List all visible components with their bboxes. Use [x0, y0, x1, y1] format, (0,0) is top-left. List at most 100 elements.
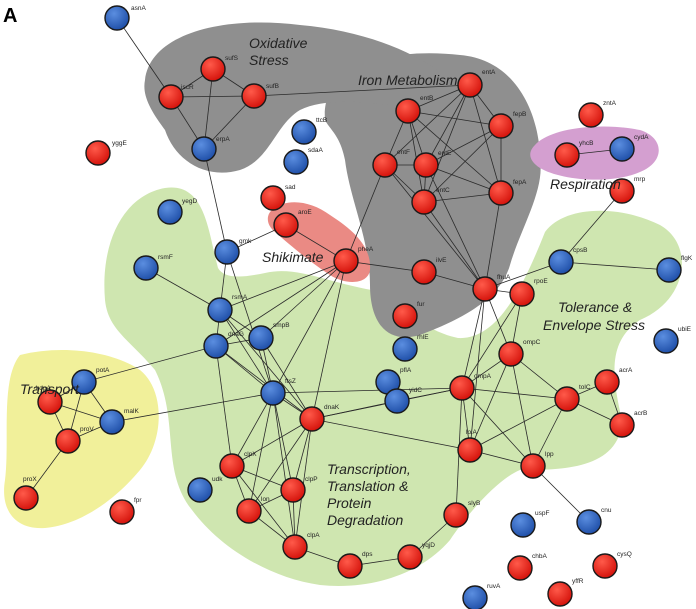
- node-label-sdaA: sdaA: [308, 147, 323, 154]
- node-dnaG: dnaG: [203, 331, 244, 359]
- node-label-acrA: acrA: [619, 367, 633, 374]
- node-tolC: tolC: [554, 384, 591, 412]
- node-label-iscR: iscR: [181, 84, 194, 91]
- node-label-rpoE: rpoE: [534, 278, 548, 285]
- edge-entF-fhuA: [384, 164, 486, 290]
- node-aroE: aroE: [273, 209, 312, 238]
- node-circle-tolC: [554, 386, 580, 412]
- node-label-smpB: smpB: [273, 322, 290, 329]
- node-circle-yqjD: [397, 544, 423, 570]
- node-circle-rhlE: [392, 336, 418, 362]
- edge-entA-entE: [425, 84, 471, 166]
- node-label-clpA: clpA: [307, 532, 320, 539]
- node-circle-rpoE: [509, 281, 535, 307]
- node-label-cydA: cydA: [634, 134, 649, 141]
- edge-ompC-lolA: [469, 353, 512, 451]
- node-circle-lpp: [520, 453, 546, 479]
- node-kdpA: kdpA: [36, 385, 63, 415]
- node-fepA: fepA: [488, 179, 527, 206]
- node-label-yegD: yegD: [182, 198, 197, 205]
- node-circle-fur: [392, 303, 418, 329]
- node-label-proX: proX: [23, 476, 37, 483]
- node-lolA: lolA: [457, 429, 483, 463]
- node-label-sufS: sufS: [225, 55, 239, 62]
- node-asnA: asnA: [104, 5, 146, 31]
- node-acrB: acrB: [609, 410, 647, 438]
- edge-ompC-lpp: [510, 353, 534, 467]
- node-label-erpA: erpA: [216, 136, 230, 143]
- node-label-acrB: acrB: [634, 410, 647, 417]
- node-circle-lon: [236, 498, 262, 524]
- node-label-tolC: tolC: [579, 384, 591, 391]
- node-label-entA: entA: [482, 69, 496, 76]
- node-label-yggE: yggE: [112, 140, 127, 147]
- edge-dnaK-clpX: [231, 418, 313, 467]
- node-circle-sdaA: [283, 149, 309, 175]
- edge-pheA-rsmA: [219, 260, 347, 311]
- node-cydA: cydA: [609, 134, 649, 162]
- node-circle-fhuA: [472, 276, 498, 302]
- node-entE: entE: [413, 150, 452, 178]
- node-label-entC: entC: [436, 187, 450, 194]
- node-label-fpr: fpr: [134, 497, 142, 504]
- edge-fepA-fhuA: [484, 192, 502, 290]
- node-yffR: yffR: [547, 578, 584, 607]
- region-label-line: Tolerance &: [558, 299, 632, 315]
- node-circle-cnu: [576, 509, 602, 535]
- node-circle-yegD: [157, 199, 183, 225]
- node-erpA: erpA: [191, 136, 230, 162]
- edge-entA-entF: [384, 84, 471, 166]
- node-circle-ubiE: [653, 328, 679, 354]
- node-uspF: uspF: [510, 510, 549, 538]
- node-circle-yggE: [85, 140, 111, 166]
- node-circle-proV: [55, 428, 81, 454]
- edge-fhuA-ompA: [461, 288, 486, 389]
- node-chbA: chbA: [507, 553, 547, 581]
- edge-entB-entC: [407, 110, 425, 203]
- node-circle-sad: [260, 185, 286, 211]
- region-label-line: Iron Metabolism: [358, 72, 458, 88]
- node-circle-uspF: [510, 512, 536, 538]
- region-label-line: Shikimate: [262, 249, 324, 265]
- node-label-rsmF: rsmF: [158, 254, 173, 261]
- node-label-aroE: aroE: [298, 209, 312, 216]
- edge-ompA-tolC: [461, 387, 568, 400]
- node-circle-smpB: [248, 325, 274, 351]
- node-circle-slyB: [443, 502, 469, 528]
- node-label-mrp: mrp: [634, 176, 646, 183]
- edge-lpp-cnu: [532, 465, 590, 523]
- edge-fhuA-cpsB: [484, 261, 562, 290]
- node-label-ttcB: ttcB: [316, 117, 327, 124]
- node-fur: fur: [392, 301, 425, 329]
- node-ubiE: ubiE: [653, 326, 692, 354]
- node-circle-rsmF: [133, 255, 159, 281]
- node-circle-malK: [99, 409, 125, 435]
- node-circle-yffR: [547, 581, 573, 607]
- node-ruvA: ruvA: [462, 583, 501, 609]
- edge-entC-fepB: [423, 125, 502, 203]
- node-yidC: yidC: [384, 387, 422, 414]
- node-yegD: yegD: [157, 198, 197, 225]
- region-label-line: Stress: [249, 52, 289, 68]
- edge-ftsZ-clpA: [272, 392, 296, 548]
- node-lon: lon: [236, 496, 270, 524]
- node-circle-dnaK: [299, 406, 325, 432]
- node-label-zntA: zntA: [603, 100, 617, 107]
- node-fhuA: fhuA: [472, 274, 511, 302]
- node-ftsZ: ftsZ: [260, 378, 296, 406]
- node-label-slyB: slyB: [468, 500, 480, 507]
- node-circle-gmk: [214, 239, 240, 265]
- edge-pheA-dnaG: [215, 260, 347, 347]
- node-circle-yidC: [384, 388, 410, 414]
- node-circle-chbA: [507, 555, 533, 581]
- node-label-uspF: uspF: [535, 510, 549, 517]
- node-circle-clpA: [282, 534, 308, 560]
- node-circle-aroE: [273, 212, 299, 238]
- node-rpoE: rpoE: [509, 278, 548, 307]
- node-label-flgK: flgK: [681, 255, 693, 262]
- node-circle-zntA: [578, 102, 604, 128]
- edge-ompA-rpoE: [461, 293, 523, 389]
- node-clpX: clpX: [219, 451, 257, 479]
- node-label-clpP: clpP: [305, 476, 318, 483]
